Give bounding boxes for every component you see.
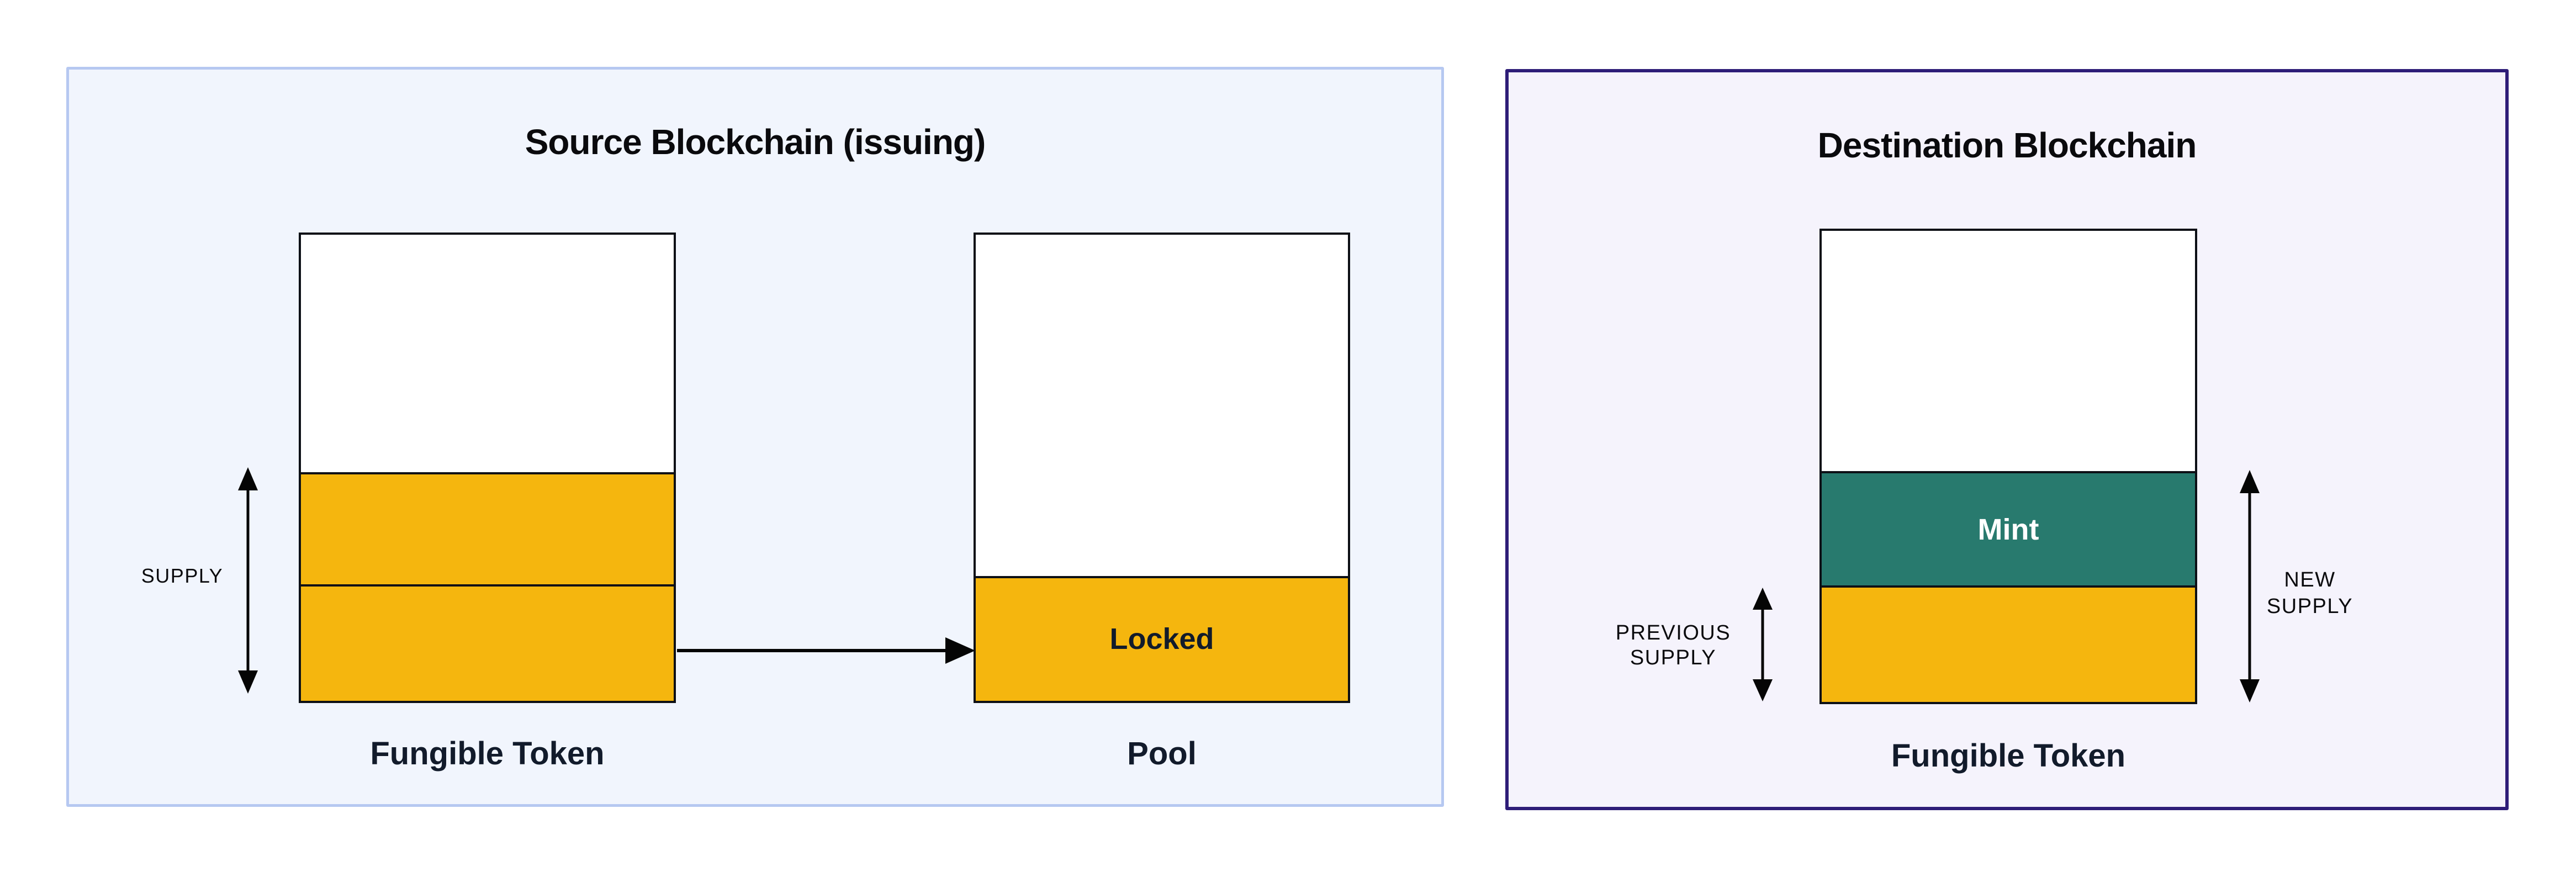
destination-panel-title: Destination Blockchain [1817, 125, 2197, 165]
mint-region [1822, 471, 2195, 588]
transfer-arrow-icon [677, 637, 975, 664]
source-fungible-token-bar [299, 233, 676, 703]
new-supply-label-line2: SUPPLY [2266, 595, 2353, 618]
destination-fungible-token-bar [1819, 229, 2197, 704]
source-panel-title: Source Blockchain (issuing) [525, 122, 986, 162]
locked-tokens-region [976, 576, 1348, 701]
pool-bar [974, 233, 1350, 703]
previous-supply-label-line1: PREVIOUS [1615, 621, 1731, 644]
supply-range-arrow-icon [238, 467, 258, 694]
previous-supply-range-arrow-icon [1753, 588, 1773, 701]
supply-divider-line [301, 584, 674, 587]
mint-label: Mint [1977, 513, 2039, 546]
source-token-bar-label: Fungible Token [370, 736, 605, 772]
new-supply-label-line1: NEW [2284, 568, 2336, 591]
locked-label: Locked [1109, 622, 1214, 656]
previous-supply-region [1822, 585, 2195, 702]
previous-supply-label: PREVIOUS SUPPLY [1563, 621, 1784, 670]
new-supply-range-arrow-icon [2240, 470, 2260, 702]
pool-bar-label: Pool [1127, 736, 1197, 772]
destination-token-bar-label: Fungible Token [1891, 738, 2126, 774]
previous-supply-label-line2: SUPPLY [1630, 646, 1717, 669]
issued-supply-region [301, 472, 674, 701]
supply-label: SUPPLY [141, 564, 224, 587]
new-supply-label: NEW SUPPLY [2199, 567, 2420, 620]
